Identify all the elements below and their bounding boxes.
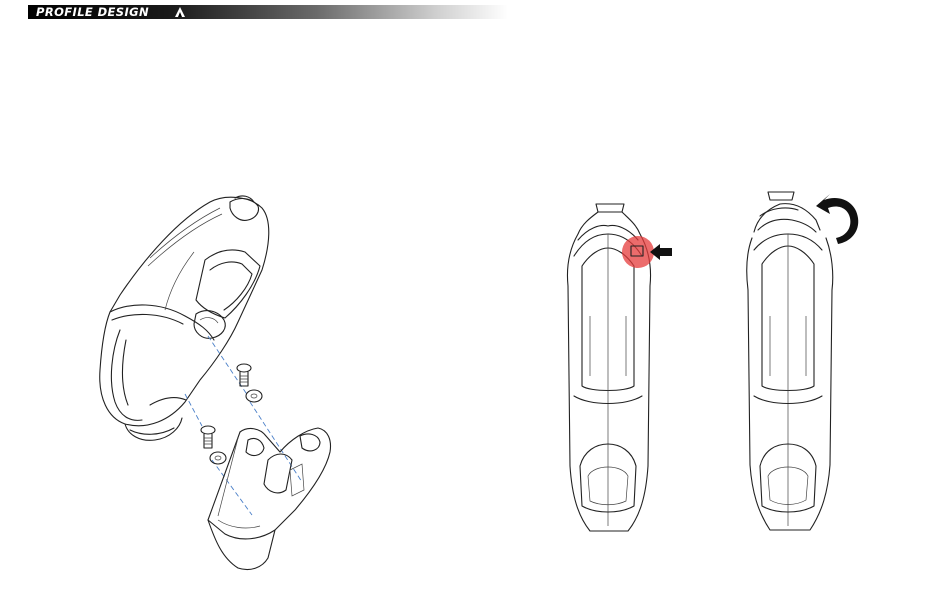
lid-unlock-figure [560, 196, 680, 541]
guide-line-lower-lower [212, 460, 252, 515]
guide-line-upper [208, 336, 248, 396]
screw-lower [201, 426, 215, 448]
rotate-arrow-icon [816, 194, 858, 244]
bottle-front-view-open [747, 192, 833, 530]
brand-triangle-icon [174, 7, 186, 17]
washer-upper [246, 390, 262, 402]
mounting-cage [208, 428, 331, 570]
lid-open-figure [740, 180, 870, 540]
washer-lower [210, 452, 226, 464]
press-arrow-icon [650, 244, 672, 260]
guide-line-upper-lower [250, 402, 302, 482]
header-banner: PROFILE DESIGN [28, 5, 508, 19]
mounting-assembly-figure [90, 190, 350, 575]
bottle-body [100, 196, 269, 440]
brand-name: PROFILE DESIGN [36, 5, 149, 19]
release-button-highlight [622, 236, 654, 268]
